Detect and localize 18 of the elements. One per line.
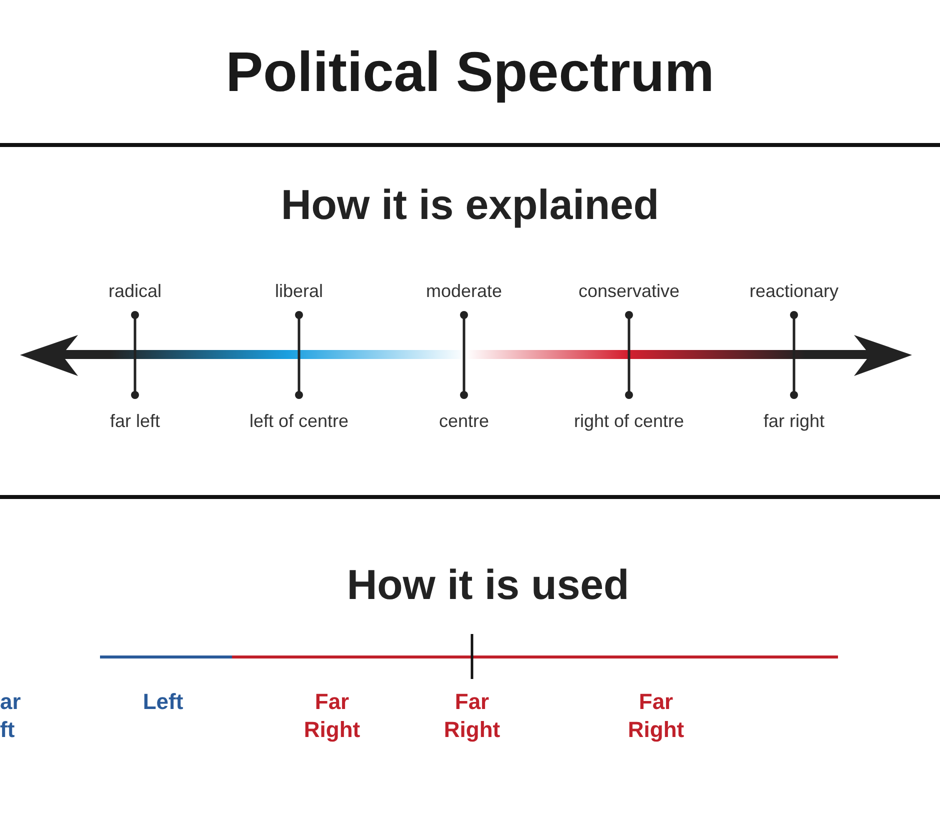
heading: How it is used: [346, 560, 630, 610]
spectrum-label: Far Right: [442, 688, 502, 744]
spectrum-label: Far Right: [302, 688, 362, 744]
scale-label: moderate: [426, 281, 502, 303]
scale-label: far left: [110, 411, 160, 433]
scale-label: far right: [763, 411, 825, 433]
scale-label: centre: [438, 411, 490, 433]
spectrum-label: Far Right: [626, 688, 686, 744]
scale-label: right of centre: [574, 411, 684, 433]
scale-label: reactionary: [749, 281, 839, 303]
scale-label: liberal: [274, 281, 324, 303]
spectrum-label: ar ft: [0, 688, 22, 744]
scale-label: radical: [108, 281, 162, 303]
title: Political Spectrum: [226, 39, 714, 105]
heading: How it is explained: [280, 180, 660, 230]
spectrum-label: Left: [142, 688, 184, 716]
scale-label: conservative: [578, 281, 680, 303]
scale-label: left of centre: [249, 411, 349, 433]
